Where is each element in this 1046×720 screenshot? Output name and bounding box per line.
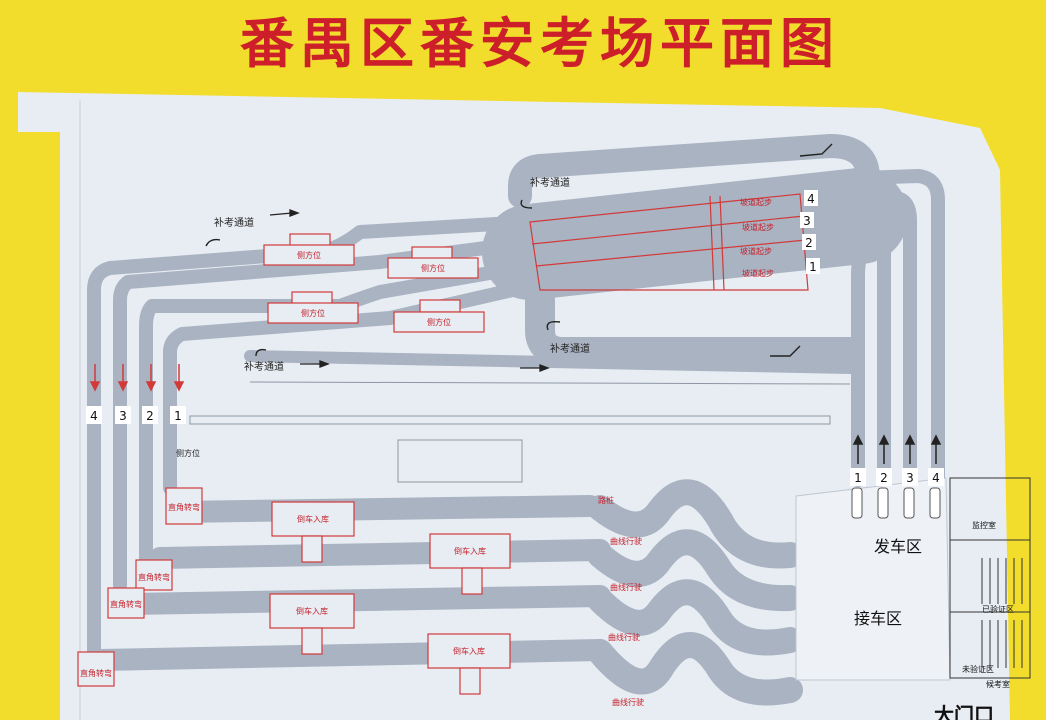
hill-lane-number: 3: [803, 214, 811, 228]
reverse-parking-label: 倒车入库: [297, 514, 329, 524]
reverse-parking-label: 倒车入库: [296, 606, 328, 616]
direction-arrows: [89, 364, 185, 392]
waiting-room-label: 候考室: [986, 679, 1010, 689]
curve-label: 曲线行驶: [612, 697, 644, 707]
reverse-parking-label: 倒车入库: [453, 646, 485, 656]
left-lane-number: 2: [146, 409, 154, 423]
start-lane-number: 1: [854, 471, 862, 485]
side-parking-stations: [263, 233, 485, 333]
gate-label: 大门口: [934, 703, 994, 720]
office-building: [949, 477, 1031, 679]
side-parking-label: 侧方位: [176, 448, 200, 458]
left-lane-number: 4: [90, 409, 98, 423]
hill-lane-number: 2: [805, 236, 813, 250]
start-lane-number: 4: [932, 471, 940, 485]
sign-mark-label: 路桩: [598, 495, 614, 505]
makeup-loop-top: [508, 134, 880, 208]
hill-start-label: 坡道起步: [740, 197, 772, 207]
right-angle-label: 直角转弯: [168, 502, 200, 512]
side-parking-label: 侧方位: [427, 317, 451, 327]
start-lane-number: 3: [906, 471, 914, 485]
parked-cars: [851, 487, 941, 519]
hill-start-label: 坡道起步: [740, 246, 772, 256]
depart-area-label: 发车区: [874, 537, 922, 556]
right-angle-label: 直角转弯: [138, 572, 170, 582]
hill-lane-number: 1: [809, 260, 817, 274]
side-parking-label: 侧方位: [301, 308, 325, 318]
curve-label: 曲线行驶: [610, 536, 642, 546]
makeup-lane-label-left: 补考通道: [214, 216, 254, 229]
side-parking-label: 侧方位: [421, 263, 445, 273]
monitor-room-label: 监控室: [972, 520, 996, 530]
hill-start-label: 坡道起步: [742, 268, 774, 278]
hill-lane-number: 4: [807, 192, 815, 206]
makeup-lane-label-mid: 补考通道: [550, 342, 590, 355]
curve-label: 曲线行驶: [610, 582, 642, 592]
hill-start-label: 坡道起步: [742, 222, 774, 232]
makeup-lane-label-bottom: 补考通道: [244, 360, 284, 373]
reverse-parking-stations: [269, 501, 511, 695]
side-parking-label: 侧方位: [297, 250, 321, 260]
curve-label: 曲线行驶: [608, 632, 640, 642]
up-arrows: [852, 434, 942, 464]
hill-lane-markings: [529, 193, 809, 291]
pickup-area-label: 接车区: [854, 609, 902, 628]
depart-pickup-zone: [795, 477, 951, 681]
reverse-parking-label: 倒车入库: [454, 546, 486, 556]
right-angle-turns: [77, 487, 203, 687]
makeup-loop-bottom: [525, 285, 865, 367]
unverified-area-label: 未验证区: [962, 664, 994, 674]
right-angle-label: 直角转弯: [110, 599, 142, 609]
left-lane-number: 1: [174, 409, 182, 423]
left-lane-number: 3: [119, 409, 127, 423]
start-lane-number: 2: [880, 471, 888, 485]
right-angle-label: 直角转弯: [80, 668, 112, 678]
makeup-lane-label-top: 补考通道: [530, 176, 570, 189]
verified-area-label: 已验证区: [982, 604, 1014, 614]
map-title: 番禺区番安考场平面图: [240, 12, 840, 75]
band-1: [167, 495, 601, 523]
